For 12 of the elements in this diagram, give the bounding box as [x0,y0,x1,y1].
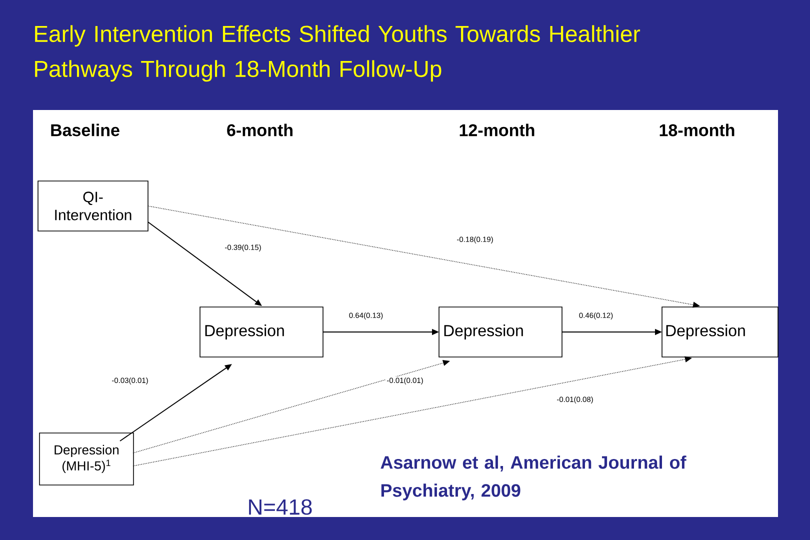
column-heading: 18-month [660,124,734,136]
variable-box: Depression (MHI-5)$^{1}$ [39,432,134,486]
variable-box: Depression [438,306,562,358]
sample-size: N=418 [249,499,312,515]
column-heading: 6-month [227,124,292,136]
variable-box: Depression [662,306,778,358]
column-heading: Baseline [51,124,120,136]
variable-box: Depression [200,306,324,358]
variable-box: QI-Intervention [38,180,148,232]
column-heading: 12-month [460,124,534,136]
slide-title: Early Intervention Effects Shifted Youths Towards Healthier Pathways Through 18-Month Follow-Up [35,25,640,82]
citation: Asarnow et al, American Journal of Psychiatry, 2009 [380,456,686,500]
